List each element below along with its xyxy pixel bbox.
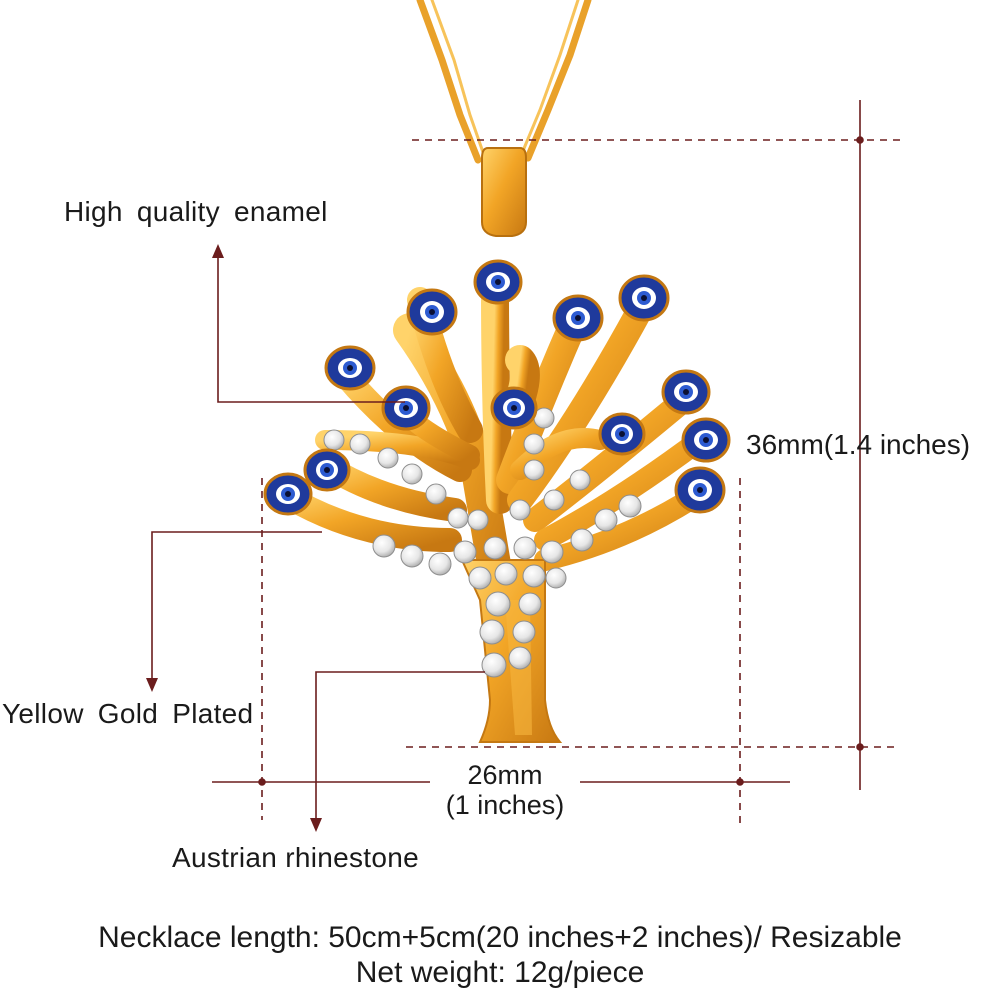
rhinestone-label: Austrian rhinestone xyxy=(172,842,419,873)
dimension-lines xyxy=(212,100,900,826)
evil-eye-enamel xyxy=(263,259,731,516)
net-weight-caption: Net weight: 12g/piece xyxy=(355,956,645,989)
necklace-length-caption: Necklace length: 50cm+5cm(20 inches+2 in… xyxy=(98,921,902,954)
callout-lines xyxy=(146,244,485,832)
height-dimension: 36mm(1.4 inches) xyxy=(746,429,971,460)
necklace-chain xyxy=(416,0,592,164)
tree-pendant xyxy=(263,259,731,743)
pendant-bail xyxy=(481,147,527,237)
width-dimension-mm: 26mm xyxy=(467,760,543,790)
width-dimension-inches: (1 inches) xyxy=(445,790,565,820)
gold-plated-label: Yellow Gold Plated xyxy=(2,698,254,729)
enamel-label: High quality enamel xyxy=(64,196,328,227)
rhinestones xyxy=(323,407,642,678)
